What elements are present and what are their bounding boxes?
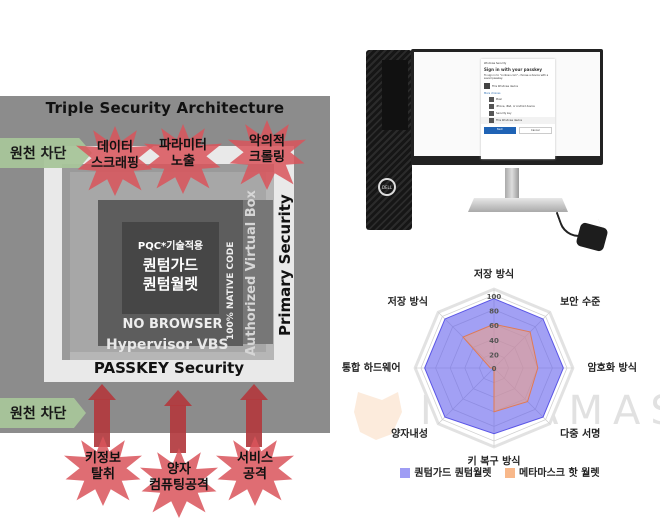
pqc-label: PQC*기술적용: [137, 241, 204, 252]
attack-arrow-shaft: [94, 399, 110, 447]
dialog-option: Pixel: [481, 96, 555, 103]
dialog-subtitle: To sign in to "contoso.com", choose a de…: [484, 74, 549, 80]
dialog-current-option: This Windows device: [481, 81, 555, 91]
dialog-buttons: Next Cancel: [481, 124, 555, 137]
dell-logo-icon: DELL: [378, 178, 396, 196]
radar-axis-label: 양자내성: [391, 427, 428, 440]
threat-key-theft: 키정보 탈취: [85, 451, 121, 482]
source-block-label: 원천 차단: [10, 146, 67, 162]
attack-arrow-shaft: [246, 399, 262, 447]
tower-front-panel: [382, 60, 408, 130]
threat-parameter-exposure: 파라미터 노출: [159, 138, 207, 169]
threat-quantum-attack: 양자 컴퓨팅공격: [149, 462, 209, 493]
more-choices-link: More choices: [484, 92, 501, 95]
legend-item-metamask: 메타마스크 핫 월렛: [505, 468, 600, 479]
radar-tick-label: 100: [487, 293, 502, 301]
radar-tick-label: 80: [489, 308, 499, 316]
device-icon: [484, 83, 490, 89]
no-browser-label: NO BROWSER: [122, 317, 223, 332]
dialog-title: Sign in with your passkey: [484, 67, 542, 72]
radar-tick-label: 40: [489, 337, 499, 345]
attack-arrow-icon: [240, 384, 268, 400]
device-icon: [489, 118, 494, 123]
cancel-button: Cancel: [518, 127, 552, 134]
radar-axis-label: 저장 방식: [474, 268, 514, 281]
radar-tick-label: 60: [489, 322, 499, 330]
hypervisor-label: Hypervisor VBS: [106, 337, 229, 353]
monitor-base: [468, 198, 568, 212]
device-icon: [489, 104, 494, 109]
source-block-top: 원천 차단: [0, 138, 92, 168]
threat-service-attack: 서비스 공격: [237, 451, 273, 482]
metamask-fox-icon: [354, 392, 402, 440]
architecture-title: Triple Security Architecture: [45, 99, 285, 117]
next-button: Next: [484, 127, 516, 134]
radar-ticks: 0 20 40 60 80 100: [487, 293, 502, 373]
device-icon: [489, 97, 494, 102]
dialog-app-name: Windows Security: [484, 62, 507, 65]
source-block-bottom: 원천 차단: [0, 398, 86, 428]
product-name-line2: 퀀텀월렛: [142, 275, 199, 293]
monitor-stand: [505, 168, 519, 202]
dialog-option: This Windows device: [481, 117, 555, 124]
dialog-option: iPhone, iPad, or Android device: [481, 103, 555, 110]
attack-arrow-shaft: [170, 405, 186, 453]
radar-axis-label: 다중 서명: [560, 427, 600, 440]
chart-legend: 퀀텀가드 퀀텀월렛 메타마스크 핫 월렛: [340, 464, 660, 479]
legend-swatch: [505, 468, 515, 478]
threat-malicious-crawling: 악의적 크롤링: [249, 134, 285, 165]
native-code-label: 100% NATIVE CODE: [226, 241, 236, 340]
fingerprint-reader-icon: [575, 221, 609, 253]
threat-data-scraping: 데이터 스크래핑: [91, 140, 139, 171]
radar-tick-label: 0: [492, 365, 497, 373]
legend-item-quantumguard: 퀀텀가드 퀀텀월렛: [400, 468, 492, 479]
radar-axis-label: 암호화 방식: [587, 361, 636, 374]
radar-axis-label: 저장 방식: [388, 295, 428, 308]
primary-security-label: Primary Security: [276, 194, 294, 336]
legend-swatch: [400, 468, 411, 478]
radar-axis-label: 보안 수준: [560, 295, 600, 308]
virtual-box-label: Authorized Virtual Box: [244, 190, 259, 356]
passkey-security-label: PASSKEY Security: [93, 359, 245, 377]
radar-series-metamask: [462, 323, 539, 413]
radar-axis-label: 통합 하드웨어: [342, 361, 401, 374]
radar-series: [424, 298, 564, 435]
product-name-line1: 퀀텀가드: [142, 256, 199, 274]
passkey-dialog: Windows Security Sign in with your passk…: [481, 59, 555, 159]
core-wallet-box: [122, 222, 219, 314]
dialog-option: Security key: [481, 110, 555, 117]
attack-arrow-icon: [164, 390, 192, 406]
attack-arrow-icon: [88, 384, 116, 400]
device-icon: [489, 111, 494, 116]
radar-axis-label: 키 복구 방식: [468, 454, 521, 467]
source-block-label: 원천 차단: [10, 406, 67, 422]
radar-tick-label: 20: [489, 351, 499, 359]
